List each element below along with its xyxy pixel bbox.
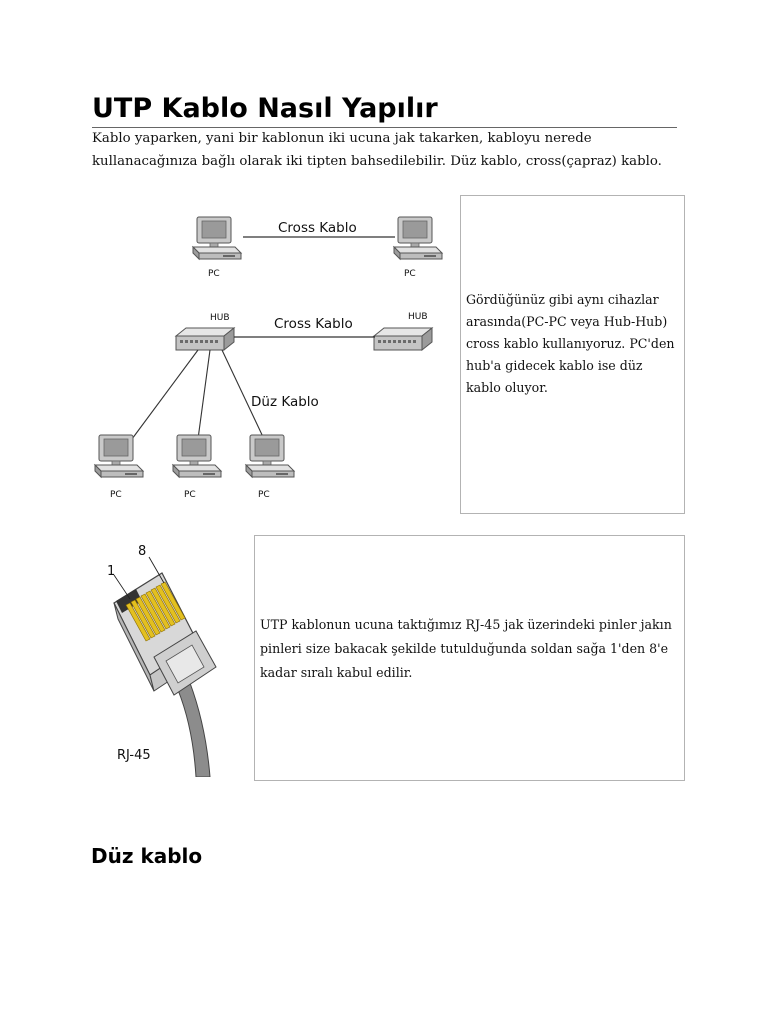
straight-cable-label: Düz Kablo	[251, 394, 319, 410]
straight-cable	[221, 349, 265, 440]
rj45-note-text: UTP kablonun ucuna taktığımız RJ-45 jak …	[260, 617, 672, 680]
hub-right	[373, 327, 433, 351]
pc-bottom-2	[172, 434, 222, 478]
straight-cable	[197, 349, 211, 440]
pc-label: PC	[208, 269, 220, 279]
pc-bottom-3	[245, 434, 295, 478]
rj45-connector-image: 1 8 RJ-45	[107, 544, 217, 777]
pin-1-label: 1	[107, 564, 115, 579]
hub-label: HUB	[408, 312, 428, 322]
cross-cable-label-hub: Cross Kablo	[274, 316, 353, 332]
pc-label: PC	[404, 269, 416, 279]
hub-label: HUB	[210, 313, 230, 323]
pc-top-left	[192, 216, 242, 260]
network-note-text: Gördüğünüz gibi aynı cihazlar arasında(P…	[466, 292, 675, 395]
network-diagram: Cross Kablo PC PC HUB HUB Cross Kablo Dü…	[94, 216, 443, 500]
straight-cable	[131, 349, 199, 440]
network-note-box: Gördüğünüz gibi aynı cihazlar arasında(P…	[460, 195, 685, 514]
rj45-label: RJ-45	[117, 748, 151, 763]
section-heading-duz-kablo: Düz kablo	[91, 844, 203, 868]
pin-8-label: 8	[138, 544, 146, 559]
title-underline	[92, 127, 677, 128]
pc-label: PC	[258, 490, 270, 500]
pc-label: PC	[184, 490, 196, 500]
pc-label: PC	[110, 490, 122, 500]
pc-top-right	[393, 216, 443, 260]
page-title: UTP Kablo Nasıl Yapılır	[92, 93, 438, 124]
rj45-note-box: UTP kablonun ucuna taktığımız RJ-45 jak …	[254, 535, 685, 781]
hub-left	[175, 327, 235, 351]
intro-paragraph: Kablo yaparken, yani bir kablonun iki uc…	[92, 131, 662, 169]
cross-cable-label-top: Cross Kablo	[278, 220, 357, 236]
pc-bottom-1	[94, 434, 144, 478]
